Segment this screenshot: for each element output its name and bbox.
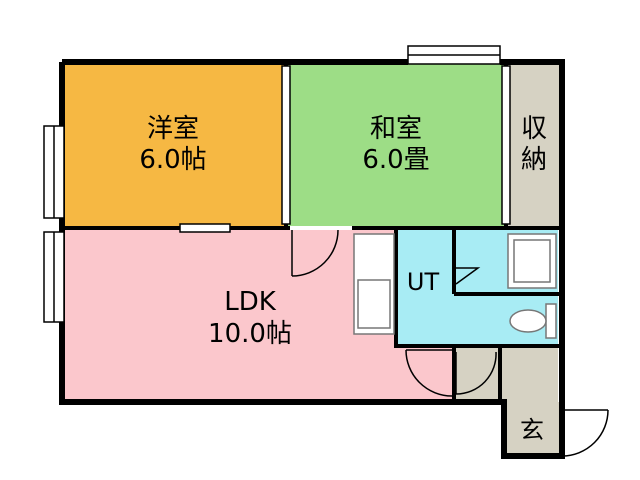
room-utility-fill-lower bbox=[396, 294, 454, 344]
entrance-label: 玄 bbox=[520, 416, 544, 444]
room-japanese-fill bbox=[288, 62, 504, 226]
door-ut-swing bbox=[455, 267, 481, 285]
kitchen-sink bbox=[357, 279, 391, 329]
room-western-fill bbox=[62, 62, 284, 226]
sliding-door-western bbox=[179, 223, 231, 233]
room-storage-fill bbox=[506, 62, 562, 226]
doors bbox=[291, 229, 609, 457]
toilet bbox=[509, 303, 557, 339]
kitchen-counter bbox=[353, 233, 395, 335]
door-japanese-to-ldk bbox=[291, 229, 339, 277]
toilet-bowl bbox=[509, 309, 547, 333]
western-room-name: 洋室 bbox=[147, 114, 199, 144]
door-ldk-to-entrance bbox=[405, 349, 453, 397]
storage-label-line2: 納 bbox=[521, 145, 547, 175]
ldk-name: LDK bbox=[224, 287, 277, 317]
door-entrance-inner bbox=[455, 351, 497, 395]
japanese-room-size: 6.0畳 bbox=[362, 145, 429, 175]
door-entrance-front bbox=[561, 409, 609, 457]
storage-label-line1: 収 bbox=[521, 114, 547, 144]
utility-label: UT bbox=[407, 268, 440, 296]
window-western-slider bbox=[281, 65, 291, 225]
room-entrance-fill bbox=[454, 348, 558, 402]
western-room-size: 6.0帖 bbox=[139, 145, 206, 175]
ldk-size: 10.0帖 bbox=[208, 319, 292, 349]
bathtub bbox=[507, 233, 557, 289]
toilet-tank bbox=[545, 303, 557, 339]
room-entrance-step-fill bbox=[504, 402, 560, 454]
japanese-room-name: 和室 bbox=[370, 114, 422, 144]
outer-wall-entrance bbox=[454, 399, 565, 459]
windows bbox=[43, 45, 511, 323]
sliding-door-western-panel bbox=[179, 223, 231, 233]
bathtub-inner bbox=[513, 239, 551, 283]
outer-wall-top-right bbox=[500, 59, 565, 402]
window-storage-slider bbox=[501, 65, 511, 225]
